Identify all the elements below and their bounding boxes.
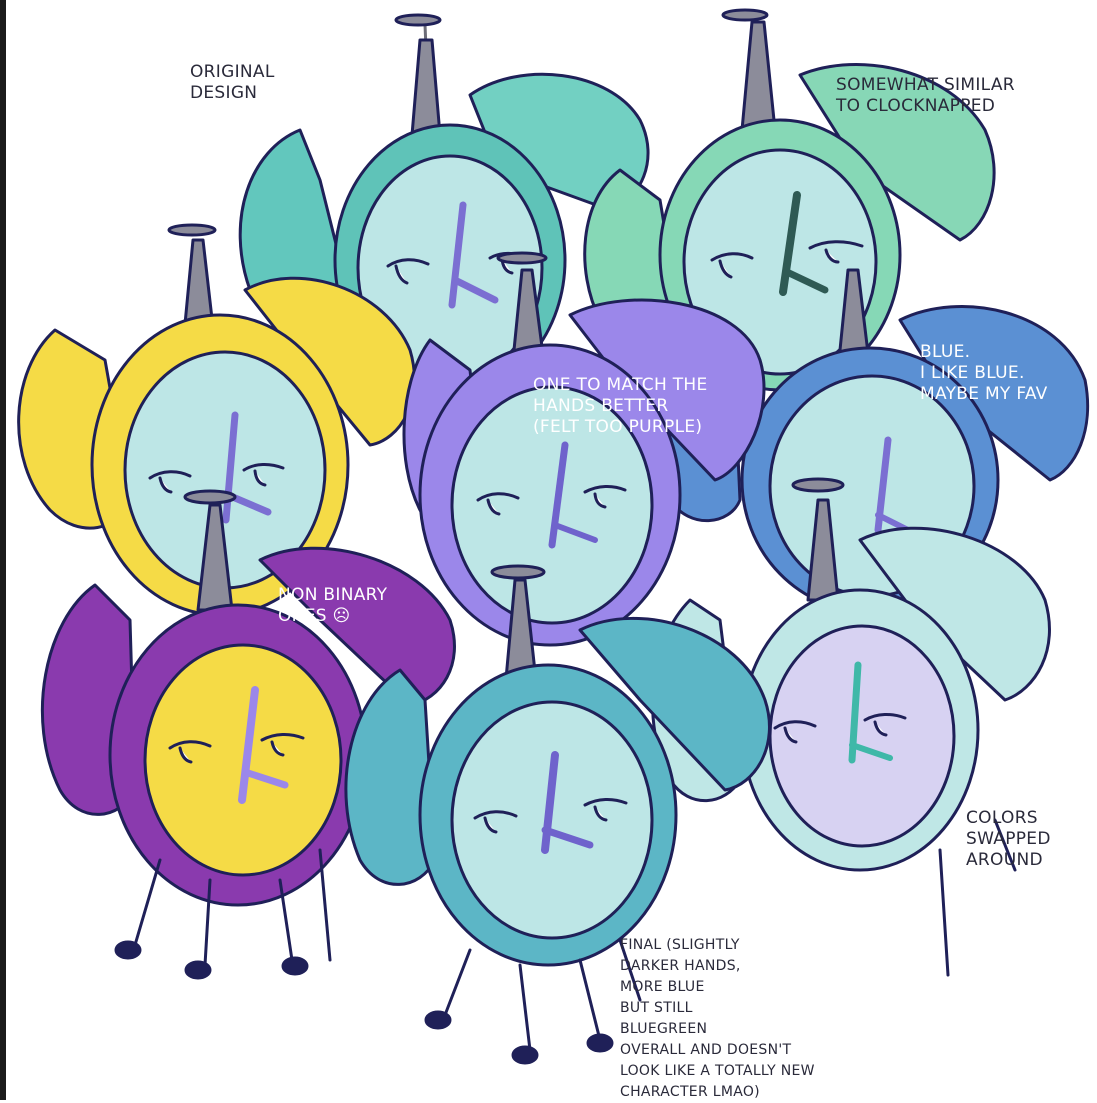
clock-yellow [17, 223, 416, 617]
note-line: ONE TO MATCH THE [533, 375, 708, 395]
note-line: AROUND [966, 850, 1043, 870]
note-match-hands: ONE TO MATCH THE HANDS BETTER (FELT TOO … [533, 375, 708, 438]
note-line: BLUEGREEN [620, 1021, 708, 1037]
clock-final [344, 564, 771, 1065]
note-line: DARKER HANDS, [620, 958, 741, 974]
note-line: SWAPPED [966, 829, 1051, 849]
note-original-design: ORIGINAL DESIGN [190, 62, 275, 104]
note-line: LOOK LIKE A TOTALLY NEW [620, 1063, 815, 1079]
note-line: OVERALL AND DOESN'T [620, 1042, 792, 1058]
note-line: (FELT TOO PURPLE) [533, 417, 703, 437]
note-line: ONES ☹ [278, 606, 351, 626]
left-edge-strip [0, 0, 6, 1100]
note-line: FINAL (SLIGHTLY [620, 937, 740, 953]
clock-match-hands [402, 251, 766, 647]
note-line: BLUE. [920, 342, 971, 362]
note-line: MAYBE MY FAV [920, 384, 1048, 404]
note-line: CHARACTER LMAO) [620, 1084, 760, 1100]
note-line: ORIGINAL [190, 62, 275, 82]
clock-colors-swapped [651, 477, 1051, 977]
note-line: MORE BLUE [620, 979, 705, 995]
clock-non-binary [41, 489, 456, 980]
note-line: SOMEWHAT SIMILAR [836, 75, 1015, 95]
note-line: DESIGN [190, 83, 258, 103]
note-line: NON BINARY [278, 585, 388, 605]
note-colors-swapped: COLORS SWAPPED AROUND [966, 808, 1051, 871]
note-line: HANDS BETTER [533, 396, 669, 416]
note-line: COLORS [966, 808, 1038, 828]
note-line: TO CLOCKNAPPED [836, 96, 996, 116]
note-non-binary: NON BINARY ONES ☹ [278, 585, 387, 627]
note-final: FINAL (SLIGHTLY DARKER HANDS, MORE BLUE … [620, 935, 815, 1103]
note-blue: BLUE. I LIKE BLUE. MAYBE MY FAV [920, 342, 1048, 405]
note-line: I LIKE BLUE. [920, 363, 1025, 383]
note-somewhat-similar: SOMEWHAT SIMILAR TO CLOCKNAPPED [836, 75, 1015, 117]
note-line: BUT STILL [620, 1000, 693, 1016]
